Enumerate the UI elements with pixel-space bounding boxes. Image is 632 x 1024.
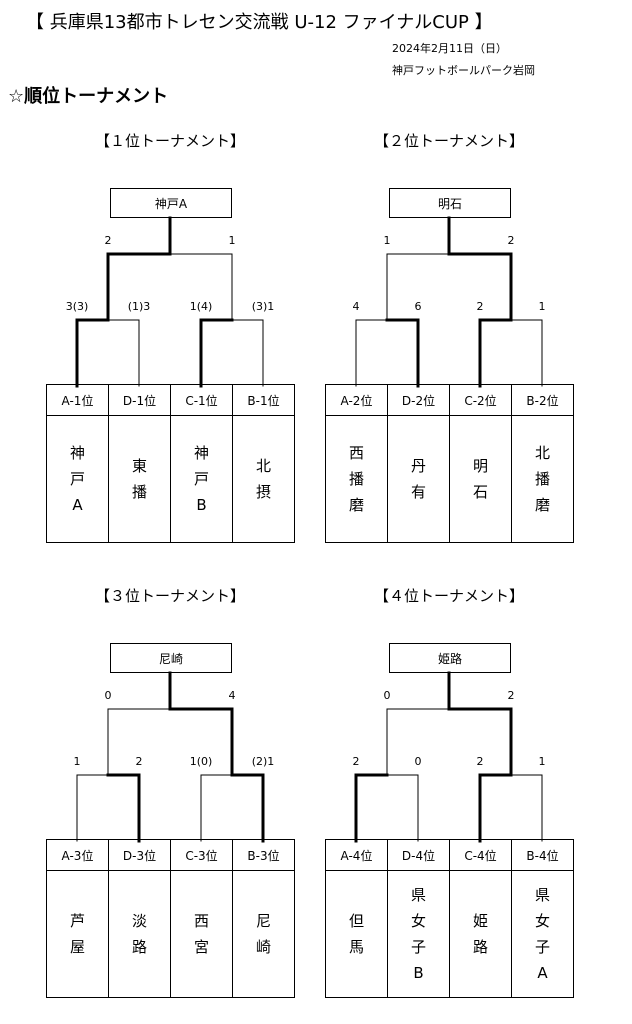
semi-score: 1 <box>538 755 546 768</box>
final-score-right: 2 <box>507 689 515 702</box>
seed-label: A-1位 <box>46 384 109 416</box>
semi-score: 2 <box>352 755 360 768</box>
star-icon: ☆ <box>8 86 25 107</box>
bracket-lines <box>76 671 265 843</box>
semi-score: 3(3) <box>65 300 89 313</box>
team-name: 神戸B <box>194 444 210 514</box>
team-cell: 但馬 <box>325 870 388 998</box>
bracket-lines <box>355 216 543 388</box>
semi-score: 2 <box>135 755 143 768</box>
team-name: 姫路 <box>473 912 489 956</box>
team-name: 東播 <box>132 457 148 501</box>
team-cell: 淡路 <box>108 870 171 998</box>
team-name: 北摂 <box>256 457 272 501</box>
semi-score: 1 <box>538 300 546 313</box>
seed-label: D-2位 <box>387 384 450 416</box>
team-cell: 神戸A <box>46 415 109 543</box>
team-cell: 西宮 <box>170 870 233 998</box>
team-cell: 西播磨 <box>325 415 388 543</box>
team-cell: 北摂 <box>232 415 295 543</box>
semi-score: 1 <box>73 755 81 768</box>
seed-label: A-2位 <box>325 384 388 416</box>
semi-score: (2)1 <box>251 755 275 768</box>
seed-label: C-3位 <box>170 839 233 871</box>
team-name: 西宮 <box>194 912 210 956</box>
seed-label: B-4位 <box>511 839 574 871</box>
final-score-left: 2 <box>104 234 112 247</box>
team-cell: 神戸B <box>170 415 233 543</box>
team-name: 神戸A <box>70 444 86 514</box>
team-name: 丹有 <box>411 457 427 501</box>
semi-score: 4 <box>352 300 360 313</box>
semi-score: (1)3 <box>127 300 151 313</box>
team-name: 明石 <box>473 457 489 501</box>
final-score-left: 0 <box>104 689 112 702</box>
team-cell: 姫路 <box>449 870 512 998</box>
semi-score: 6 <box>414 300 422 313</box>
team-name: 県女子B <box>411 886 427 982</box>
page-title: 【 兵庫県13都市トレセン交流戦 U-12 ファイナルCUP 】 <box>26 12 493 33</box>
seed-label: D-4位 <box>387 839 450 871</box>
bracket-heading: 【４位トーナメント】 <box>373 587 524 605</box>
seed-label: B-2位 <box>511 384 574 416</box>
team-cell: 明石 <box>449 415 512 543</box>
final-score-right: 1 <box>228 234 236 247</box>
team-name: 淡路 <box>132 912 148 956</box>
seed-label: A-4位 <box>325 839 388 871</box>
semi-score: 1(4) <box>189 300 213 313</box>
bracket-heading: 【２位トーナメント】 <box>373 132 524 150</box>
semi-score: 0 <box>414 755 422 768</box>
semi-score: (3)1 <box>251 300 275 313</box>
bracket-heading: 【１位トーナメント】 <box>94 132 245 150</box>
team-name: 北播磨 <box>535 444 551 514</box>
seed-label: D-1位 <box>108 384 171 416</box>
team-name: 芦屋 <box>70 912 86 956</box>
team-cell: 芦屋 <box>46 870 109 998</box>
event-venue: 神戸フットボールパーク岩岡 <box>392 64 535 77</box>
team-name: 但馬 <box>349 912 365 956</box>
final-score-right: 4 <box>228 689 236 702</box>
semi-score: 2 <box>476 755 484 768</box>
seed-label: C-2位 <box>449 384 512 416</box>
final-score-left: 1 <box>383 234 391 247</box>
team-cell: 県女子B <box>387 870 450 998</box>
team-cell: 尼崎 <box>232 870 295 998</box>
team-cell: 東播 <box>108 415 171 543</box>
team-cell: 県女子A <box>511 870 574 998</box>
final-score-right: 2 <box>507 234 515 247</box>
seed-label: C-4位 <box>449 839 512 871</box>
bracket-heading: 【３位トーナメント】 <box>94 587 245 605</box>
seed-label: C-1位 <box>170 384 233 416</box>
team-name: 尼崎 <box>256 912 272 956</box>
section-heading: ☆順位トーナメント <box>8 82 168 108</box>
bracket-lines <box>75 216 264 388</box>
bracket-lines <box>354 671 543 843</box>
seed-label: D-3位 <box>108 839 171 871</box>
section-heading-text: 順位トーナメント <box>24 86 169 107</box>
seed-label: A-3位 <box>46 839 109 871</box>
team-name: 県女子A <box>535 886 551 982</box>
team-cell: 丹有 <box>387 415 450 543</box>
semi-score: 1(0) <box>189 755 213 768</box>
team-name: 西播磨 <box>349 444 365 514</box>
semi-score: 2 <box>476 300 484 313</box>
final-score-left: 0 <box>383 689 391 702</box>
seed-label: B-3位 <box>232 839 295 871</box>
team-cell: 北播磨 <box>511 415 574 543</box>
event-date: 2024年2月11日（日） <box>392 42 507 55</box>
seed-label: B-1位 <box>232 384 295 416</box>
